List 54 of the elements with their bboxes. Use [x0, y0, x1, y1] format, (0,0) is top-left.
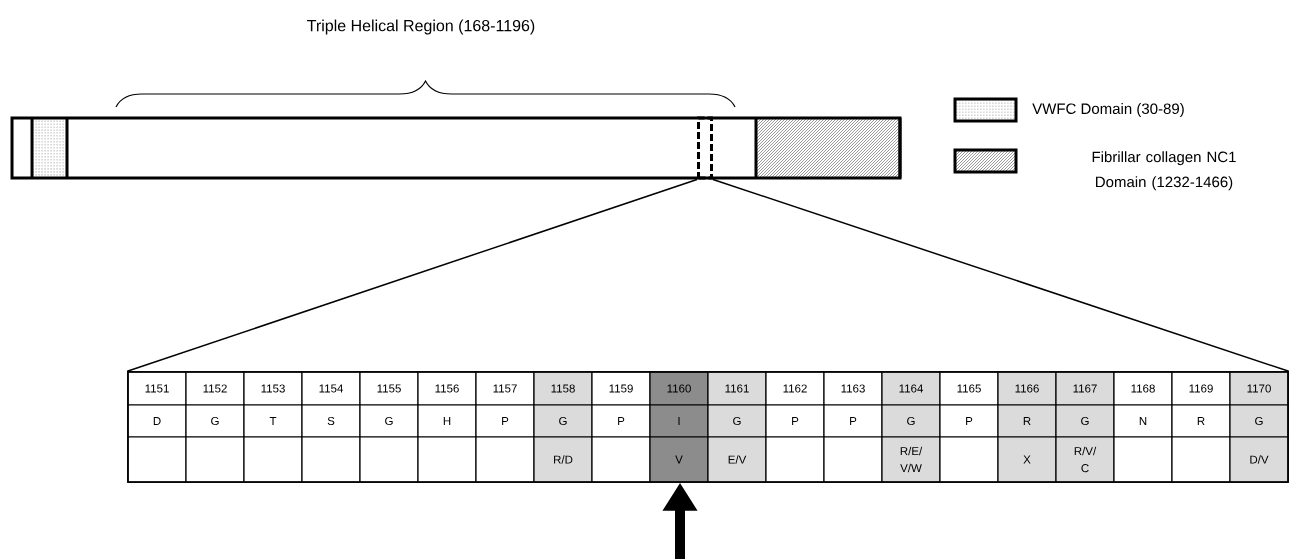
table-cell: 1156: [417, 371, 477, 406]
legend-text: Fibrillar collagen NC1 Domain (1232-1466): [1092, 151, 1236, 191]
table-cell: D/V: [1229, 436, 1289, 483]
table-cell: 1155: [359, 371, 419, 406]
table-cell: E/V: [707, 436, 767, 483]
table-cell: G: [533, 404, 593, 438]
table-cell: 1154: [301, 371, 361, 406]
table-cell: G: [1229, 404, 1289, 438]
table-cell: 1164: [881, 371, 941, 406]
table-cell: P: [765, 404, 825, 438]
table-cell: G: [185, 404, 245, 438]
table-cell: G: [707, 404, 767, 438]
table-cell: D: [127, 404, 187, 438]
table-cell: X: [997, 436, 1057, 483]
table-cell: 1170: [1229, 371, 1289, 406]
table-cell: R/V/ C: [1055, 436, 1115, 483]
table-cell: G: [881, 404, 941, 438]
table-cell: 1158: [533, 371, 593, 406]
table-cell: 1167: [1055, 371, 1115, 406]
table-cell: R/E/ V/W: [881, 436, 941, 483]
table-cell: G: [1055, 404, 1115, 438]
legend-text: VWFC Domain (30-89): [1032, 103, 1184, 117]
table-cell: P: [475, 404, 535, 438]
table-cell: 1157: [475, 371, 535, 406]
table-cell: 1163: [823, 371, 883, 406]
table-cell: V: [649, 436, 709, 483]
table-cell: 1159: [591, 371, 651, 406]
table-cell: 1169: [1171, 371, 1231, 406]
table-cell: I: [649, 404, 709, 438]
table-cell: G: [359, 404, 419, 438]
zoom-line: [126, 178, 698, 372]
table-cell: 1165: [939, 371, 999, 406]
table-cell: 1152: [185, 371, 245, 406]
table-cell: P: [939, 404, 999, 438]
table-cell: 1166: [997, 371, 1057, 406]
table-cell: 1162: [765, 371, 825, 406]
zoom-line: [712, 178, 1290, 372]
table-cell: R/D: [533, 436, 593, 483]
protein-bar: [10, 116, 902, 180]
region-label: Triple Helical Region (168-1196): [307, 19, 535, 35]
table-cell: P: [823, 404, 883, 438]
table-cell: 1161: [707, 371, 767, 406]
table-cell: 1151: [127, 371, 187, 406]
table-cell: P: [591, 404, 651, 438]
table-cell: T: [243, 404, 303, 438]
table-cell: 1168: [1113, 371, 1173, 406]
table-cell: N: [1113, 404, 1173, 438]
table-cell: S: [301, 404, 361, 438]
dashed-segment: [697, 116, 713, 180]
table-cell: R: [997, 404, 1057, 438]
table-cell: H: [417, 404, 477, 438]
table-cell: R: [1171, 404, 1231, 438]
table-cell: 1160: [649, 371, 709, 406]
table-cell: 1153: [243, 371, 303, 406]
